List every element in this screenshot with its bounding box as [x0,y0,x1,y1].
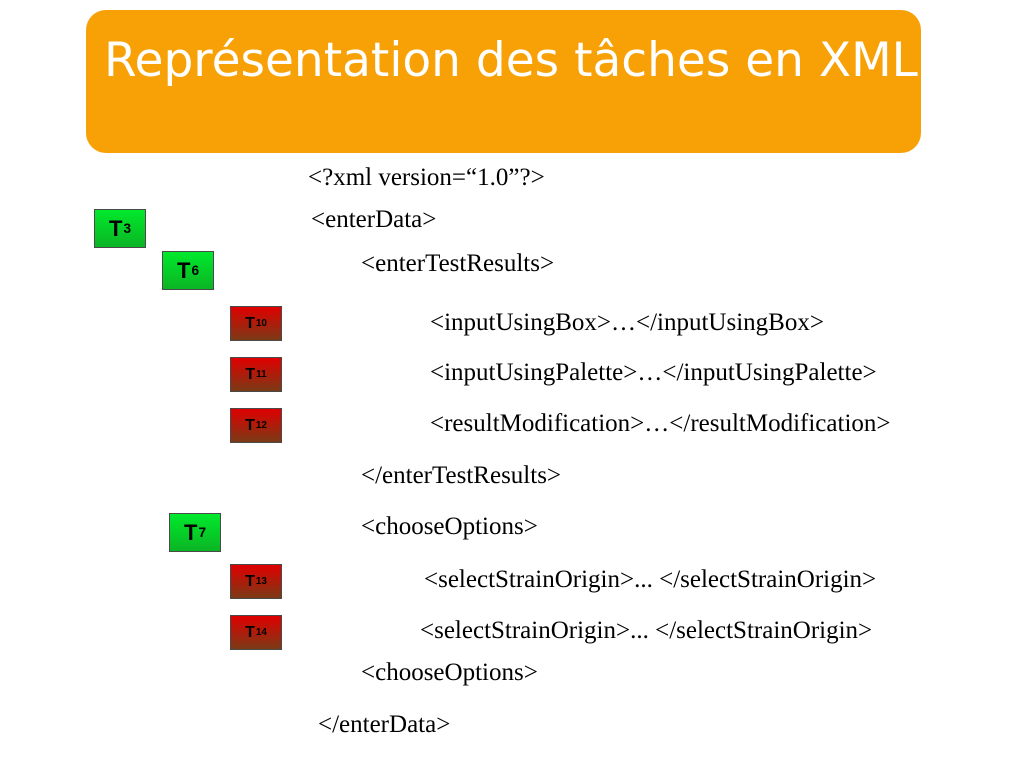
task-badge-letter: T [245,572,255,590]
input-using-palette-line: <inputUsingPalette>…</inputUsingPalette> [430,359,877,386]
choose-options-close-line: <chooseOptions> [361,659,538,686]
task-badge-subscript: 13 [255,576,267,587]
result-modification-line: <resultModification>…</resultModificatio… [430,410,891,437]
task-badge-letter: T [245,416,255,434]
task-badge-subscript: 10 [255,318,267,329]
task-badge-letter: T [176,257,191,283]
task-badge-subscript: 7 [198,525,207,540]
task-badge-subscript: 3 [123,221,132,236]
task-badge-subscript: 11 [256,369,267,380]
task-badge-subscript: 12 [255,420,267,431]
task-badge-letter: T [245,365,256,383]
task-badge-subscript: 14 [255,627,267,638]
slide-title: Représentation des tâches en XML [104,33,918,88]
select-strain-origin-line-1: <selectStrainOrigin>... </selectStrainOr… [424,566,877,593]
select-strain-origin-line-2: <selectStrainOrigin>... </selectStrainOr… [420,617,873,644]
task-badge-letter: T [245,623,255,641]
task-badge-subscript: 6 [191,263,200,278]
task-badge-letter: T [183,519,198,545]
xml-declaration-line: <?xml version=“1.0”?> [308,164,545,191]
slide-title-box: Représentation des tâches en XML [86,10,921,153]
task-badge-letter: T [108,215,123,241]
enter-test-results-open-line: <enterTestResults> [361,250,555,277]
enter-data-close-line: </enterData> [318,711,451,738]
choose-options-open-line: <chooseOptions> [361,513,538,540]
input-using-box-line: <inputUsingBox>…</inputUsingBox> [430,309,824,336]
task-badge-letter: T [245,314,255,332]
enter-test-results-close-line: </enterTestResults> [361,462,562,489]
enter-data-open-line: <enterData> [311,206,437,233]
